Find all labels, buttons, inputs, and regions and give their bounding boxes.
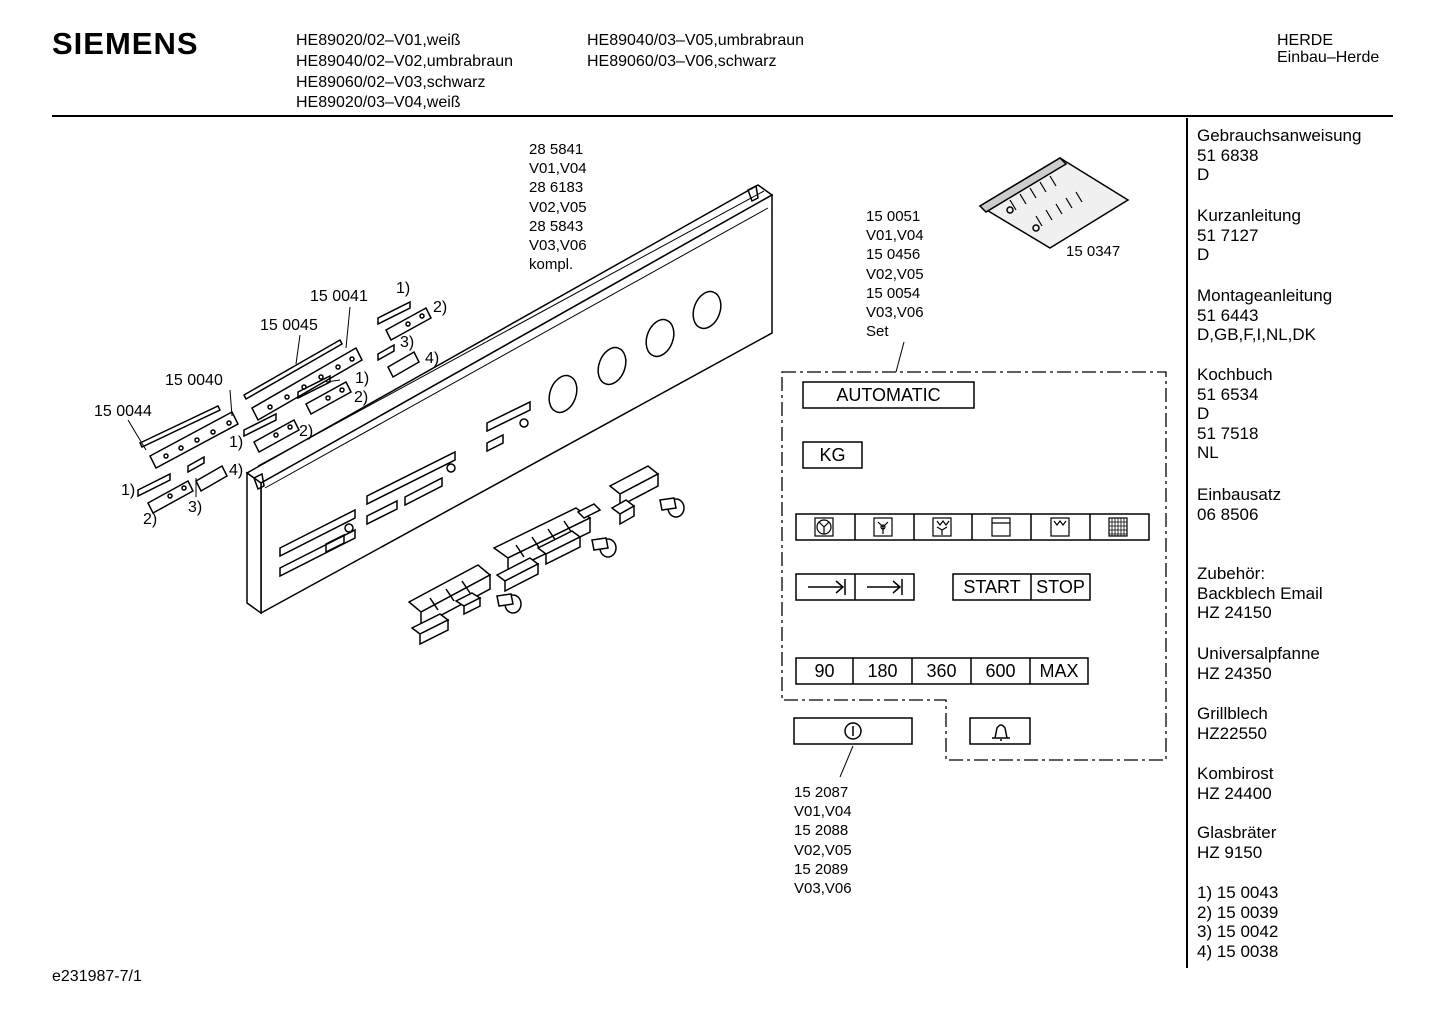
callout-2: 2) — [143, 511, 158, 528]
callout-4: 4) — [229, 462, 244, 479]
callout-1: 1) — [229, 434, 244, 451]
panel-part-number: 28 5841 V01,V04 28 6183 V02,V05 28 5843 … — [529, 141, 587, 274]
control-panel — [245, 184, 774, 615]
accessory-roaster: Glasbräter HZ 9150 — [1197, 823, 1277, 862]
strip-part-number: 15 0044 — [94, 403, 152, 420]
brand-logo: SIEMENS — [52, 26, 199, 61]
accessory-grill-tray: Grillblech HZ22550 — [1197, 704, 1268, 743]
model-line: HE89020/02–V01,weiß — [296, 32, 461, 49]
kg-label: KG — [819, 445, 846, 465]
accessory-pan: Universalpfanne HZ 24350 — [1197, 644, 1320, 683]
callout-2: 2) — [433, 299, 448, 316]
foil-set-part-number: 15 0051 V01,V04 15 0456 V02,V05 15 0054 … — [866, 208, 924, 341]
callout-1: 1) — [121, 482, 136, 499]
timer-foil-part-number: 15 2087 V01,V04 15 2088 V02,V05 15 2089 … — [794, 784, 852, 898]
screw-bag-part-number: 15 0347 — [1066, 243, 1121, 260]
callout-1: 1) — [396, 280, 411, 297]
model-line: HE89020/03–V04,weiß — [296, 94, 461, 111]
time-label: 180 — [867, 661, 898, 681]
model-line: HE89060/03–V06,schwarz — [587, 53, 777, 70]
strip-parts — [137, 300, 432, 515]
strip-part-number: 15 0040 — [165, 372, 223, 389]
accessory-baking-tray: Zubehör: Backblech Email HZ 24150 — [1197, 564, 1323, 622]
footnote-parts: 1) 15 0043 2) 15 0039 3) 15 0042 4) 15 0… — [1197, 883, 1279, 961]
category-subtitle: Einbau–Herde — [1277, 49, 1380, 66]
callout-1: 1) — [355, 370, 370, 387]
model-line: HE89040/03–V05,umbrabraun — [587, 32, 805, 49]
screw-bag — [978, 157, 1130, 249]
doc-cookbook: Kochbuch 51 6534 D 51 7518 NL — [1197, 365, 1273, 462]
doc-install-kit: Einbausatz 06 8506 — [1197, 485, 1282, 524]
time-label: 600 — [985, 661, 1016, 681]
callout-4: 4) — [425, 350, 440, 367]
callout-2: 2) — [299, 423, 314, 440]
drawing-id: e231987-7/1 — [52, 968, 142, 985]
automatic-label: AUTOMATIC — [836, 385, 941, 405]
doc-installation: Montageanleitung 51 6443 D,GB,F,I,NL,DK — [1197, 286, 1333, 344]
time-label: MAX — [1039, 661, 1079, 681]
callout-2: 2) — [354, 389, 369, 406]
category-title: HERDE — [1277, 32, 1334, 49]
strip-part-number: 15 0041 — [310, 288, 368, 305]
accessory-rack: Kombirost HZ 24400 — [1197, 764, 1274, 803]
start-label: START — [963, 577, 1021, 597]
doc-manual: Gebrauchsanweisung 51 6838 D — [1197, 126, 1362, 184]
time-label: 90 — [814, 661, 835, 681]
callout-3: 3) — [188, 499, 203, 516]
stop-label: STOP — [1036, 577, 1085, 597]
callout-3: 3) — [400, 334, 415, 351]
button-parts — [407, 465, 685, 646]
time-label: 360 — [926, 661, 957, 681]
model-line: HE89040/02–V02,umbrabraun — [296, 53, 514, 70]
doc-quick-guide: Kurzanleitung 51 7127 D — [1197, 206, 1301, 264]
model-line: HE89060/02–V03,schwarz — [296, 74, 486, 91]
strip-part-number: 15 0045 — [260, 317, 318, 334]
